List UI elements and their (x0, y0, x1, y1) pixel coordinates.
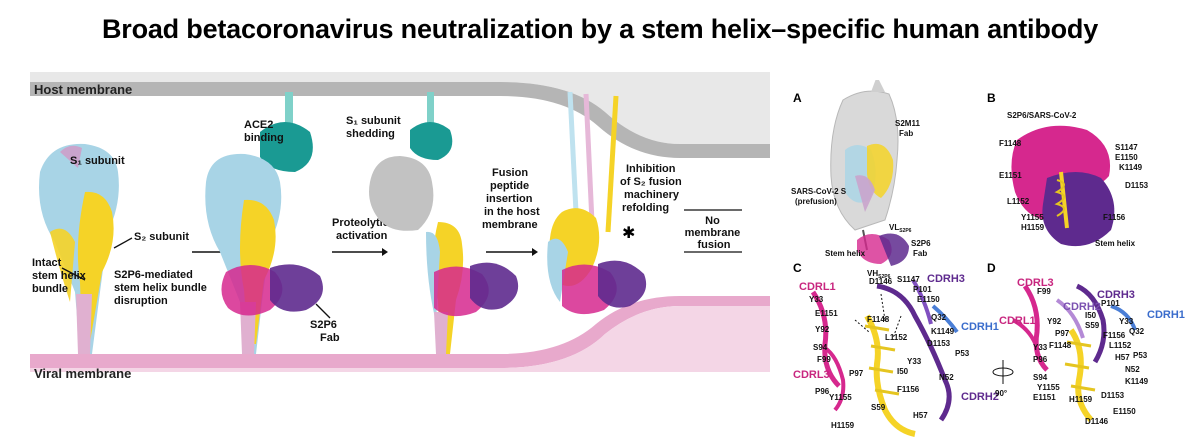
proteolytic-label: Proteolytic activation (332, 217, 392, 242)
block-mark-icon: ✱ (622, 225, 635, 242)
step-arrow-2-head (382, 248, 388, 256)
vh-label: VHS2P6 (867, 269, 891, 280)
s2p6-mediated-label: S2P6-mediated stem helix bundle disrupti… (114, 269, 210, 307)
host-membrane-area (30, 72, 770, 144)
stem-helix-b-label: Stem helix (1095, 239, 1136, 248)
host-membrane-label: Host membrane (34, 82, 132, 97)
s2-subunit-label: S₂ subunit (134, 231, 189, 243)
fusion-peptide-label: Fusion peptide insertion in the host mem… (482, 167, 543, 231)
cdrh3-c-label: CDRH3 (927, 273, 965, 285)
stem-helix-a-label: Stem helix (825, 249, 866, 258)
panel-b-header: S2P6/SARS-CoV-2 (1007, 111, 1077, 120)
structure-svg: A S2M11 Fab SARS-CoV-2 S (prefusion) VLS… (791, 76, 1185, 437)
spike-intact (39, 143, 119, 354)
s2p6-fab-a-label: S2P6 Fab (911, 239, 933, 258)
no-fusion-label: No membrane fusion (685, 215, 744, 251)
vl-label: VLS2P6 (889, 223, 912, 234)
intact-bundle-label: Intact stem helix bundle (32, 257, 89, 295)
panel-d-letter: D (987, 261, 996, 275)
viral-membrane-label: Viral membrane (34, 366, 131, 381)
cdrh3-d-label: CDRH3 (1097, 289, 1135, 301)
rotation-icon (992, 360, 1014, 384)
mechanism-schematic: Host membrane Viral membrane S₁ subunit … (30, 72, 770, 442)
panel-c-residues: Y33 D1146 S1147 P101 E1151 E1150 Q32 F11… (809, 275, 971, 430)
panel-d-residues: F99 P101 I50 Y92 S59 Y33 Q32 P97 F1156 L… (1033, 287, 1150, 426)
panel-b-letter: B (987, 91, 996, 105)
structure-panels: A S2M11 Fab SARS-CoV-2 S (prefusion) VLS… (785, 76, 1195, 442)
panel-d-sticks (1011, 283, 1137, 422)
spike-label: SARS-CoV-2 S (prefusion) (791, 187, 848, 206)
inhibition-label: Inhibition of S₂ fusion machinery refold… (620, 163, 685, 214)
panel-b-surface (1011, 125, 1115, 247)
cdrl1-c-label: CDRL1 (799, 281, 836, 293)
ace2 (260, 122, 313, 172)
spike-shedding (369, 92, 519, 354)
ace2-stalk (285, 92, 293, 132)
cdrl3-d-label: CDRL3 (1017, 277, 1054, 289)
bundle-pointer (61, 267, 86, 281)
viral-membrane-area (30, 306, 770, 372)
mechanism-svg: Host membrane Viral membrane S₁ subunit … (30, 72, 770, 381)
figure-title: Broad betacoronavirus neutralization by … (101, 14, 1099, 44)
step-arrow-3-head (532, 248, 538, 256)
viral-membrane (30, 296, 770, 368)
cdrl1-d-label: CDRL1 (999, 315, 1036, 327)
s2p6-fab-1 (221, 264, 323, 316)
shed-s1 (369, 156, 434, 231)
cdrh2-c-label: CDRH2 (961, 391, 999, 403)
s2m11-label: S2M11 Fab (895, 119, 922, 138)
cdrh1-d-label: CDRH1 (1147, 309, 1185, 321)
panel-a-letter: A (793, 91, 802, 105)
panel-c-letter: C (793, 261, 802, 275)
ace2-binding-label: ACE2 binding (244, 119, 284, 144)
panel-c-sticks (810, 278, 959, 437)
s2-pointer (113, 237, 133, 249)
panel-b-res-left: F1148 E1151 L1152 Y1155 H1159 (999, 139, 1046, 232)
cdrh2-d-label: CDRH2 (1063, 301, 1101, 313)
panel-a-structure (830, 76, 909, 266)
cdrl3-c-label: CDRL3 (793, 369, 830, 381)
panel-b-res-right: S1147 E1150 K1149 D1153 F1156 (1103, 143, 1150, 222)
s1-shedding-label: S₁ subunit shedding (346, 115, 404, 140)
cdrh1-c-label: CDRH1 (961, 321, 999, 333)
s1-subunit-label: S₁ subunit (70, 155, 125, 167)
fab-pointer (315, 303, 331, 319)
rotation-label: 90° (995, 389, 1007, 398)
s2p6-fab-label: S2P6 Fab (310, 319, 340, 344)
spike-inserted (547, 91, 647, 315)
